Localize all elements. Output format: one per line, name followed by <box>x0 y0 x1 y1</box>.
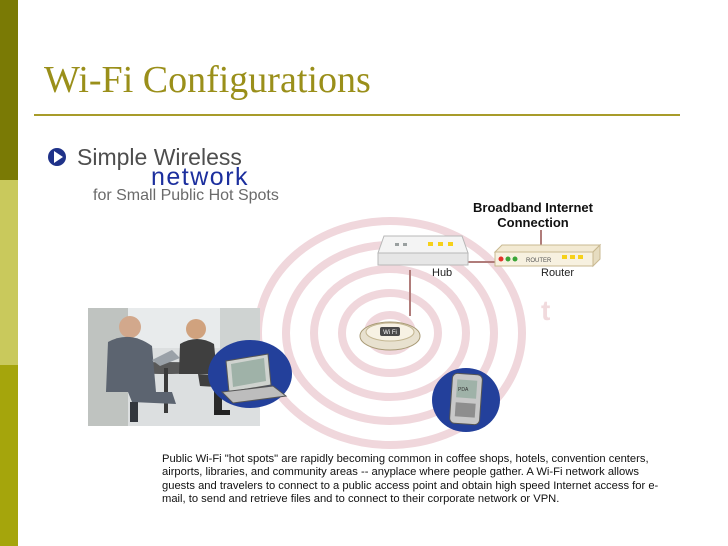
router-label: Router <box>541 267 575 279</box>
broadband-label: Broadband Internet Connection <box>440 200 626 230</box>
title-underline <box>34 114 680 116</box>
play-bullet-icon <box>48 148 66 166</box>
router-box-text: ROUTER <box>526 258 552 264</box>
hotspot-caption: Public Wi-Fi "hot spots" are rapidly bec… <box>162 453 659 505</box>
access-point-icon: Wi Fi <box>359 321 421 351</box>
sidebar-decoration <box>0 0 18 546</box>
pda-icon: PDA <box>432 368 500 432</box>
pda-badge-text: PDA <box>458 387 469 393</box>
laptop-icon <box>208 340 292 408</box>
router-icon: ROUTER <box>493 243 602 268</box>
diagram-heading-line2: network <box>151 163 250 191</box>
sidebar-segment-light <box>0 180 18 365</box>
ap-badge-text: Wi Fi <box>383 330 397 336</box>
hub-icon <box>377 235 469 266</box>
sidebar-segment-mid <box>0 365 18 546</box>
diagram-heading-line3: for Small Public Hot Spots <box>93 187 279 204</box>
svg-text:t: t <box>541 295 550 326</box>
broadband-label-line2: Connection <box>497 215 569 230</box>
slide-title: Wi-Fi Configurations <box>44 59 371 101</box>
broadband-label-line1: Broadband Internet <box>473 200 593 215</box>
diagram-heading-line1: Simple Wireless <box>77 144 242 170</box>
sidebar-segment-dark <box>0 0 18 180</box>
hub-label: Hub <box>432 267 453 279</box>
